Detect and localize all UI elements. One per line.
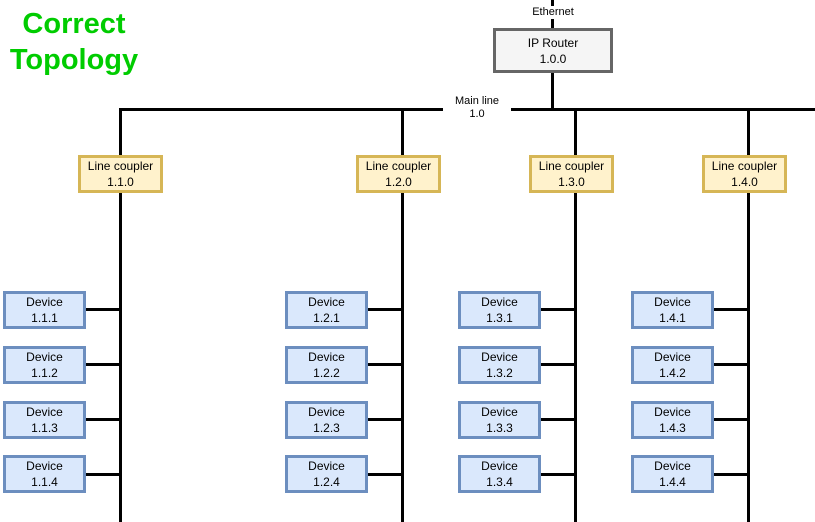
ip-router-node: IP Router 1.0.0 [493, 28, 613, 73]
device-1-2-4: Device 1.2.4 [285, 455, 368, 493]
device-connector [367, 473, 403, 476]
ip-router-address: 1.0.0 [539, 51, 567, 66]
device-label: Device [654, 295, 691, 309]
device-address: 1.2.1 [313, 311, 340, 325]
device-connector [367, 418, 403, 421]
device-label: Device [308, 350, 345, 364]
main-line-label-text: Main line [454, 95, 500, 107]
device-label: Device [481, 295, 518, 309]
line-coupler-1-1-0: Line coupler 1.1.0 [78, 155, 163, 193]
ethernet-label: Ethernet [516, 6, 590, 19]
device-address: 1.1.3 [31, 421, 58, 435]
coupler-label: Line coupler [711, 159, 778, 173]
device-connector [540, 363, 576, 366]
coupler-label: Line coupler [87, 159, 154, 173]
device-1-2-2: Device 1.2.2 [285, 346, 368, 384]
device-label: Device [26, 295, 63, 309]
device-1-4-1: Device 1.4.1 [631, 291, 714, 329]
device-connector [85, 308, 121, 311]
line-coupler-1-4-0: Line coupler 1.4.0 [702, 155, 787, 193]
device-address: 1.1.2 [31, 366, 58, 380]
coupler-address: 1.1.0 [107, 175, 134, 189]
ip-router-label: IP Router [527, 35, 579, 50]
coupler-label: Line coupler [365, 159, 432, 173]
device-connector [367, 363, 403, 366]
coupler-label: Line coupler [538, 159, 605, 173]
device-1-1-3: Device 1.1.3 [3, 401, 86, 439]
device-label: Device [26, 350, 63, 364]
device-address: 1.2.2 [313, 366, 340, 380]
device-address: 1.2.3 [313, 421, 340, 435]
device-label: Device [308, 459, 345, 473]
device-address: 1.3.1 [486, 311, 513, 325]
device-address: 1.3.3 [486, 421, 513, 435]
device-connector [540, 473, 576, 476]
router-to-main-line [551, 73, 554, 110]
line-1-2-bus [401, 108, 404, 522]
page-title-line1: Correct [22, 8, 126, 40]
device-connector [713, 308, 749, 311]
device-1-3-1: Device 1.3.1 [458, 291, 541, 329]
device-label: Device [308, 405, 345, 419]
coupler-address: 1.3.0 [558, 175, 585, 189]
device-address: 1.4.4 [659, 475, 686, 489]
line-coupler-1-2-0: Line coupler 1.2.0 [356, 155, 441, 193]
line-1-3-bus [574, 108, 577, 522]
device-label: Device [26, 405, 63, 419]
device-connector [85, 473, 121, 476]
device-1-3-2: Device 1.3.2 [458, 346, 541, 384]
main-line-address: 1.0 [469, 108, 485, 120]
device-connector [713, 418, 749, 421]
device-1-2-3: Device 1.2.3 [285, 401, 368, 439]
device-address: 1.1.4 [31, 475, 58, 489]
line-coupler-1-3-0: Line coupler 1.3.0 [529, 155, 614, 193]
coupler-address: 1.4.0 [731, 175, 758, 189]
line-1-1-bus [119, 108, 122, 522]
device-address: 1.3.4 [486, 475, 513, 489]
device-1-1-1: Device 1.1.1 [3, 291, 86, 329]
device-1-2-1: Device 1.2.1 [285, 291, 368, 329]
device-label: Device [481, 405, 518, 419]
device-1-1-2: Device 1.1.2 [3, 346, 86, 384]
device-label: Device [654, 459, 691, 473]
device-label: Device [481, 350, 518, 364]
page-title: Correct Topology [0, 6, 148, 78]
device-1-3-3: Device 1.3.3 [458, 401, 541, 439]
main-line-label: Main line 1.0 [443, 95, 511, 121]
coupler-address: 1.2.0 [385, 175, 412, 189]
device-1-3-4: Device 1.3.4 [458, 455, 541, 493]
device-connector [713, 363, 749, 366]
device-connector [85, 363, 121, 366]
device-label: Device [654, 350, 691, 364]
device-connector [713, 473, 749, 476]
device-label: Device [481, 459, 518, 473]
device-1-4-2: Device 1.4.2 [631, 346, 714, 384]
device-address: 1.4.2 [659, 366, 686, 380]
device-label: Device [26, 459, 63, 473]
device-1-4-4: Device 1.4.4 [631, 455, 714, 493]
device-connector [540, 418, 576, 421]
page-title-line2: Topology [9, 44, 139, 76]
device-address: 1.3.2 [486, 366, 513, 380]
device-1-1-4: Device 1.1.4 [3, 455, 86, 493]
device-address: 1.2.4 [313, 475, 340, 489]
device-connector [367, 308, 403, 311]
device-1-4-3: Device 1.4.3 [631, 401, 714, 439]
device-address: 1.4.1 [659, 311, 686, 325]
line-1-4-bus [747, 108, 750, 522]
device-connector [85, 418, 121, 421]
device-connector [540, 308, 576, 311]
device-address: 1.1.1 [31, 311, 58, 325]
device-label: Device [654, 405, 691, 419]
device-address: 1.4.3 [659, 421, 686, 435]
device-label: Device [308, 295, 345, 309]
